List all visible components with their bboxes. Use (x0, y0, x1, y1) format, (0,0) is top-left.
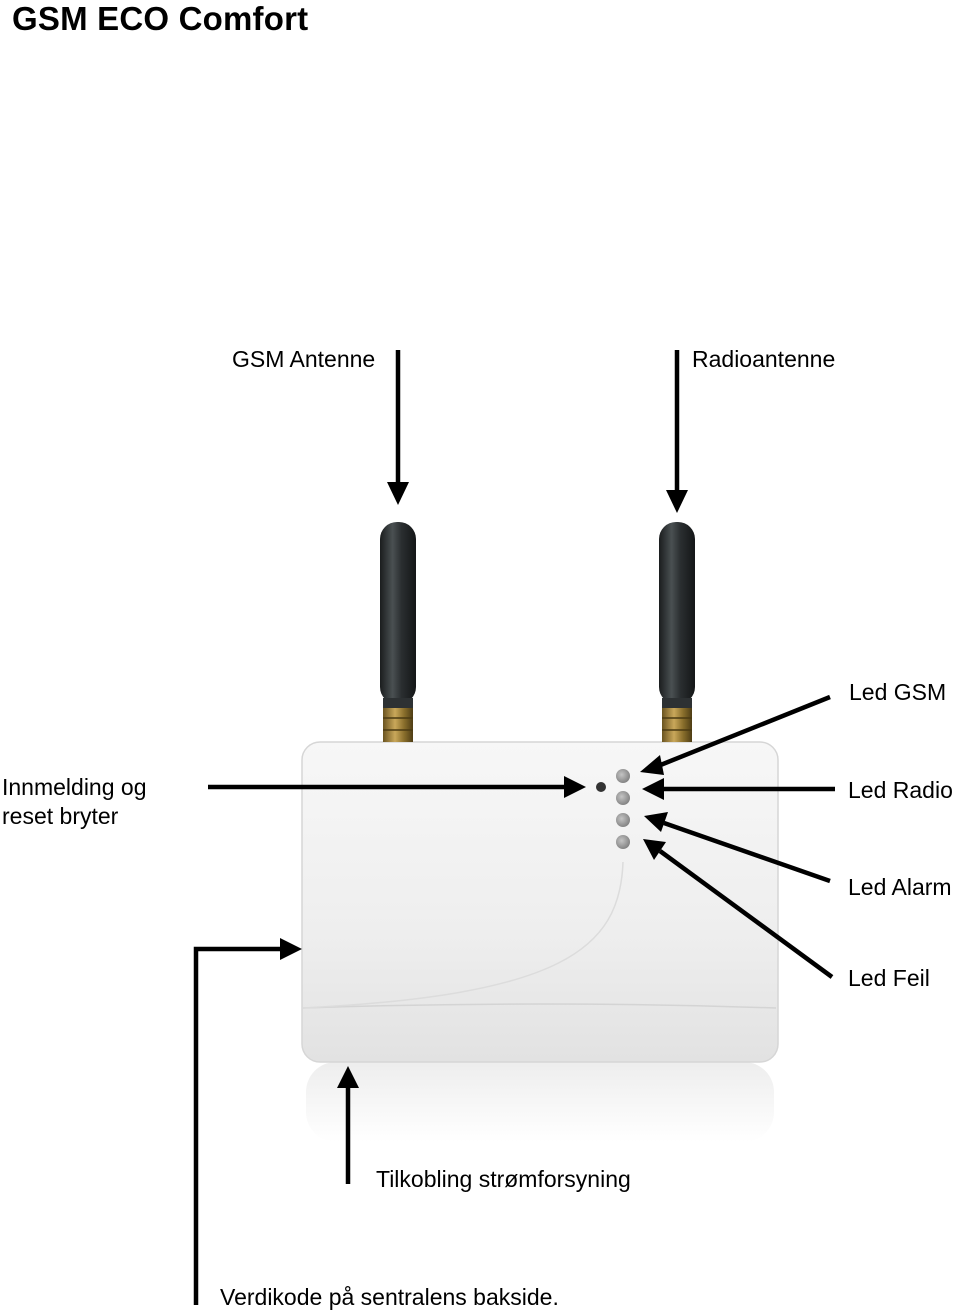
label-led-alarm: Led Alarm (848, 874, 952, 900)
arrow-heads (280, 482, 688, 1088)
arrow-value-code (193, 946, 282, 1305)
radio-antenna-collar (662, 698, 692, 710)
gsm-antenna-collar (383, 698, 413, 710)
led-fault (616, 835, 630, 849)
gsm-antenna-whip (380, 522, 416, 704)
label-led-radio: Led Radio (848, 777, 953, 803)
label-led-fault: Led Feil (848, 965, 930, 991)
radio-antenna-connector (662, 708, 692, 742)
gsm-antenna-connector (383, 708, 413, 742)
label-value-code: Verdikode på sentralens bakside. (220, 1284, 559, 1310)
housing-curve (302, 861, 624, 1009)
label-led-gsm: Led GSM (849, 679, 947, 705)
arrow-led-gsm (657, 694, 831, 769)
label-gsm-antenna: GSM Antenne (232, 346, 376, 372)
radio-antenna-whip (659, 522, 695, 704)
device-housing (301, 741, 779, 1142)
page-title: GSM ECO Comfort (12, 0, 309, 37)
arrow-led-alarm (663, 820, 831, 884)
arrow-led-fault (658, 849, 834, 979)
label-enroll-reset-line2: reset bryter (2, 803, 119, 829)
radio-antenna (659, 522, 695, 742)
label-radio-antenna: Radioantenne (692, 346, 836, 372)
led-alarm (616, 813, 630, 827)
label-power-connection: Tilkobling strømforsyning (376, 1166, 631, 1192)
callout-lines (193, 350, 835, 1305)
housing-seam (302, 1003, 777, 1009)
housing-reflection (306, 1062, 774, 1142)
gsm-antenna (380, 522, 416, 742)
label-enroll-reset-line1: Innmelding og (2, 774, 147, 800)
led-radio (616, 791, 630, 805)
led-gsm (616, 769, 630, 783)
reset-button (596, 782, 606, 792)
